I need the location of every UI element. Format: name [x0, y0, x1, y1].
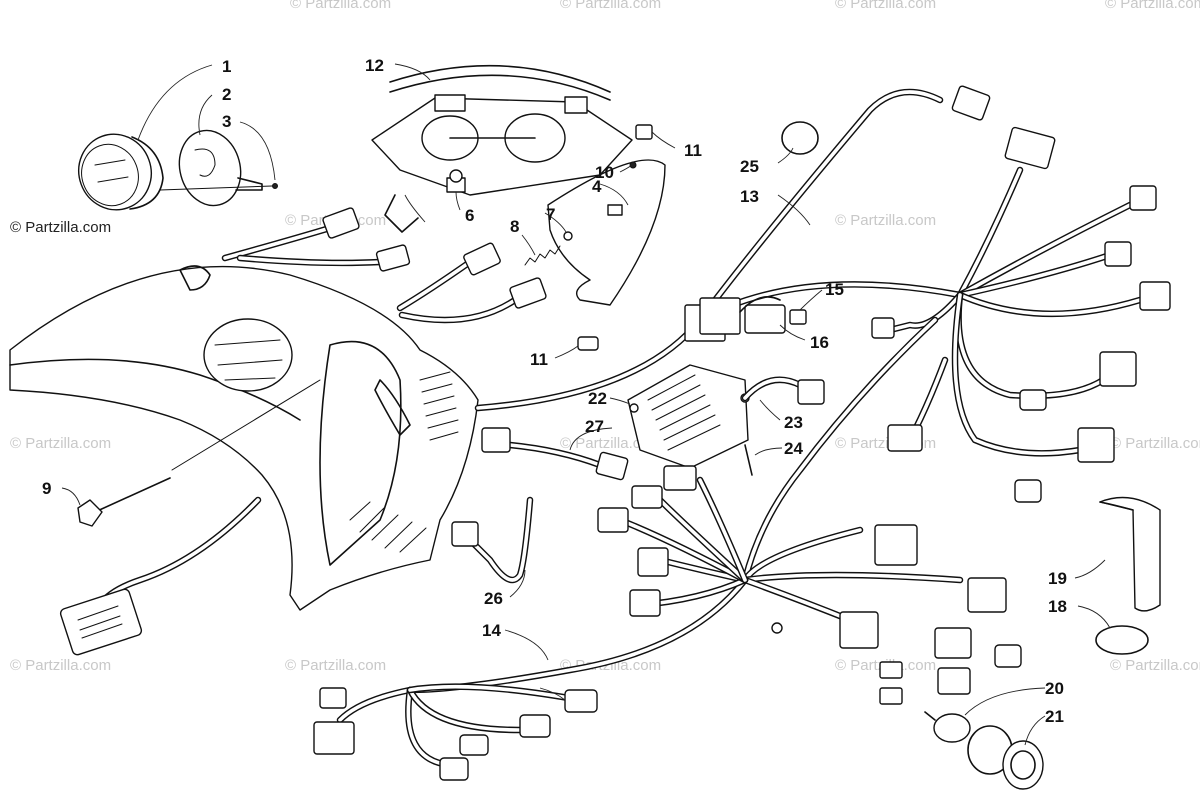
- bezel-nut: [967, 725, 1044, 790]
- switch: [924, 711, 971, 743]
- bulb-socket: [384, 194, 419, 233]
- fuse-holder: [739, 296, 807, 334]
- watermark: © Partzilla.com: [285, 657, 386, 674]
- watermark: © Partzilla.com: [835, 212, 936, 229]
- voltage-regulator: [627, 364, 750, 469]
- bolt: [77, 379, 321, 527]
- screw: [159, 183, 278, 191]
- callout-6: 6: [465, 206, 474, 225]
- callout-26: 26: [484, 589, 503, 608]
- jumper-harness: [481, 427, 629, 481]
- relay: [684, 297, 741, 342]
- watermark: © Partzilla.com: [1110, 657, 1200, 674]
- callout-25: 25: [740, 157, 759, 176]
- trim-strip-edge: [389, 64, 611, 93]
- callout-27: 27: [585, 417, 604, 436]
- leader-lines: [61, 63, 1111, 746]
- callout-18: 18: [1048, 597, 1067, 616]
- mounting-bolt: [744, 444, 753, 476]
- clip: [635, 124, 653, 140]
- watermark: © Partzilla.com: [1110, 435, 1200, 452]
- screw: [629, 161, 637, 169]
- pod-cover: [547, 159, 666, 306]
- headlight-sub-harness: [221, 207, 547, 324]
- watermark: © Partzilla.com: [1105, 0, 1200, 12]
- callout-1: 1: [222, 57, 231, 76]
- headlight-pod: [371, 94, 633, 196]
- watermark: © Partzilla.com: [10, 657, 111, 674]
- regulator-connector: [741, 376, 825, 405]
- clamp: [781, 121, 819, 155]
- callout-13: 13: [740, 187, 759, 206]
- callout-numbers: 1 2 3 4 6 7 8 9 10 11 11 12 13 14 15 16 …: [42, 56, 1067, 726]
- callout-14: 14: [482, 621, 501, 640]
- sleeve: [1099, 496, 1161, 612]
- callout-11: 11: [530, 350, 548, 369]
- watermark: © Partzilla.com: [10, 435, 111, 452]
- watermark: © Partzilla.com: [835, 0, 936, 12]
- callout-11: 11: [684, 141, 702, 160]
- spring: [524, 245, 561, 266]
- side-harness: [59, 496, 262, 656]
- callout-3: 3: [222, 112, 231, 131]
- trim-strip: [389, 74, 611, 101]
- sub-harness: [451, 496, 534, 584]
- main-wiring-harness: [474, 85, 1171, 584]
- watermark: © Partzilla.com: [560, 0, 661, 12]
- callout-4: 4: [592, 177, 602, 196]
- callout-7: 7: [546, 205, 555, 224]
- callout-19: 19: [1048, 569, 1067, 588]
- callout-21: 21: [1045, 707, 1064, 726]
- hood-panel: [9, 265, 479, 611]
- headlight-reflector: [178, 129, 263, 207]
- clip: [577, 336, 599, 351]
- callout-20: 20: [1045, 679, 1064, 698]
- callout-24: 24: [784, 439, 803, 458]
- callout-2: 2: [222, 85, 231, 104]
- watermark-primary: © Partzilla.com: [10, 219, 111, 236]
- callout-23: 23: [784, 413, 803, 432]
- callout-9: 9: [42, 479, 51, 498]
- callout-12: 12: [365, 56, 384, 75]
- callout-10: 10: [595, 163, 614, 182]
- watermark: © Partzilla.com: [560, 435, 661, 452]
- lower-wiring-harness: [313, 465, 1022, 781]
- callout-16: 16: [810, 333, 829, 352]
- callout-8: 8: [510, 217, 519, 236]
- clamp: [1095, 625, 1149, 655]
- watermark: © Partzilla.com: [290, 0, 391, 12]
- callout-22: 22: [588, 389, 607, 408]
- callout-15: 15: [825, 280, 844, 299]
- washer: [563, 231, 573, 241]
- headlight-housing: [78, 133, 164, 211]
